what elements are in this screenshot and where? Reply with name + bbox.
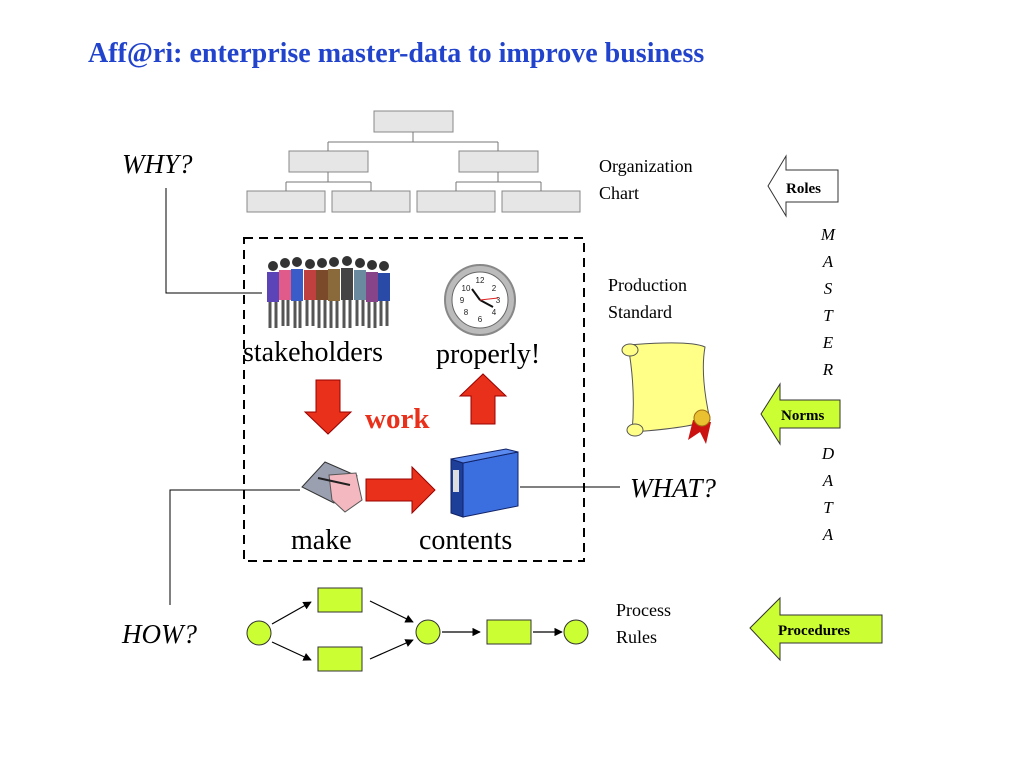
org-chart-label-line2: Chart <box>599 183 639 203</box>
right-red-arrow <box>365 465 436 515</box>
work-label: work <box>365 403 430 435</box>
roles-arrow <box>767 154 839 218</box>
data-letter: D <box>821 444 835 463</box>
production-standard-label-line2: Standard <box>608 302 672 322</box>
org-box-top <box>373 110 454 133</box>
svg-text:9: 9 <box>460 296 465 305</box>
process-flow <box>246 587 589 672</box>
org-chart <box>246 110 581 213</box>
process-rules-label-line1: Process <box>616 600 671 620</box>
svg-text:3: 3 <box>496 296 501 305</box>
org-chart-label-line1: Organization <box>599 156 693 176</box>
production-standard-label-line1: Production <box>608 275 687 295</box>
contents-label: contents <box>419 525 512 556</box>
binder-icon <box>450 448 519 518</box>
org-box-leaf-4 <box>501 190 581 213</box>
data-letter: A <box>822 471 834 490</box>
svg-text:4: 4 <box>492 308 497 317</box>
process-step-upper <box>317 587 363 613</box>
master-letter: R <box>822 360 834 379</box>
process-step-lower <box>317 646 363 672</box>
why-connector <box>165 188 262 294</box>
master-letter: T <box>823 306 834 325</box>
up-red-arrow <box>458 373 508 425</box>
org-box-leaf-3 <box>416 190 496 213</box>
properly-label: properly! <box>436 339 540 370</box>
flow-arrow <box>271 601 312 625</box>
process-rules-label-line2: Rules <box>616 627 657 647</box>
make-label: make <box>291 525 352 556</box>
data-letter: A <box>822 525 834 544</box>
people-group-icon <box>267 256 390 328</box>
norms-arrow-label: Norms <box>781 408 824 424</box>
roles-arrow-label: Roles <box>786 181 821 197</box>
data-letter: T <box>823 498 834 517</box>
process-start-node <box>246 620 272 646</box>
master-letter: E <box>822 333 834 352</box>
work-frame <box>243 237 585 562</box>
norms-arrow <box>760 382 841 446</box>
org-box-leaf-1 <box>246 190 326 213</box>
scroll-icon <box>621 342 711 444</box>
svg-text:8: 8 <box>464 308 469 317</box>
process-merge-node <box>415 619 441 645</box>
svg-text:10: 10 <box>462 284 471 293</box>
master-letter: M <box>820 225 836 244</box>
page-title: Aff@ri: enterprise master-data to improv… <box>88 38 705 69</box>
how-connector <box>169 489 300 605</box>
process-step-final <box>486 619 532 645</box>
flow-arrow <box>369 600 414 623</box>
notepad-hand-icon <box>301 461 363 513</box>
master-letter: S <box>824 279 833 298</box>
clock-icon: 12 2 3 468 9 10 <box>444 264 516 336</box>
how-label: HOW? <box>121 619 197 649</box>
flow-arrow <box>369 639 414 660</box>
process-end-node <box>563 619 589 645</box>
stakeholders-label: stakeholders <box>243 337 383 368</box>
flow-arrow <box>271 641 312 661</box>
svg-text:6: 6 <box>478 315 483 324</box>
org-box-mid-right <box>458 150 539 173</box>
org-box-mid-left <box>288 150 369 173</box>
down-red-arrow <box>303 379 353 435</box>
svg-text:2: 2 <box>492 284 497 293</box>
svg-text:12: 12 <box>476 276 485 285</box>
org-connectors <box>285 132 542 191</box>
what-label: WHAT? <box>630 473 716 503</box>
master-letter: A <box>822 252 834 271</box>
org-box-leaf-2 <box>331 190 411 213</box>
procedures-arrow <box>749 596 883 662</box>
procedures-arrow-label: Procedures <box>778 623 850 639</box>
why-label: WHY? <box>122 149 193 179</box>
